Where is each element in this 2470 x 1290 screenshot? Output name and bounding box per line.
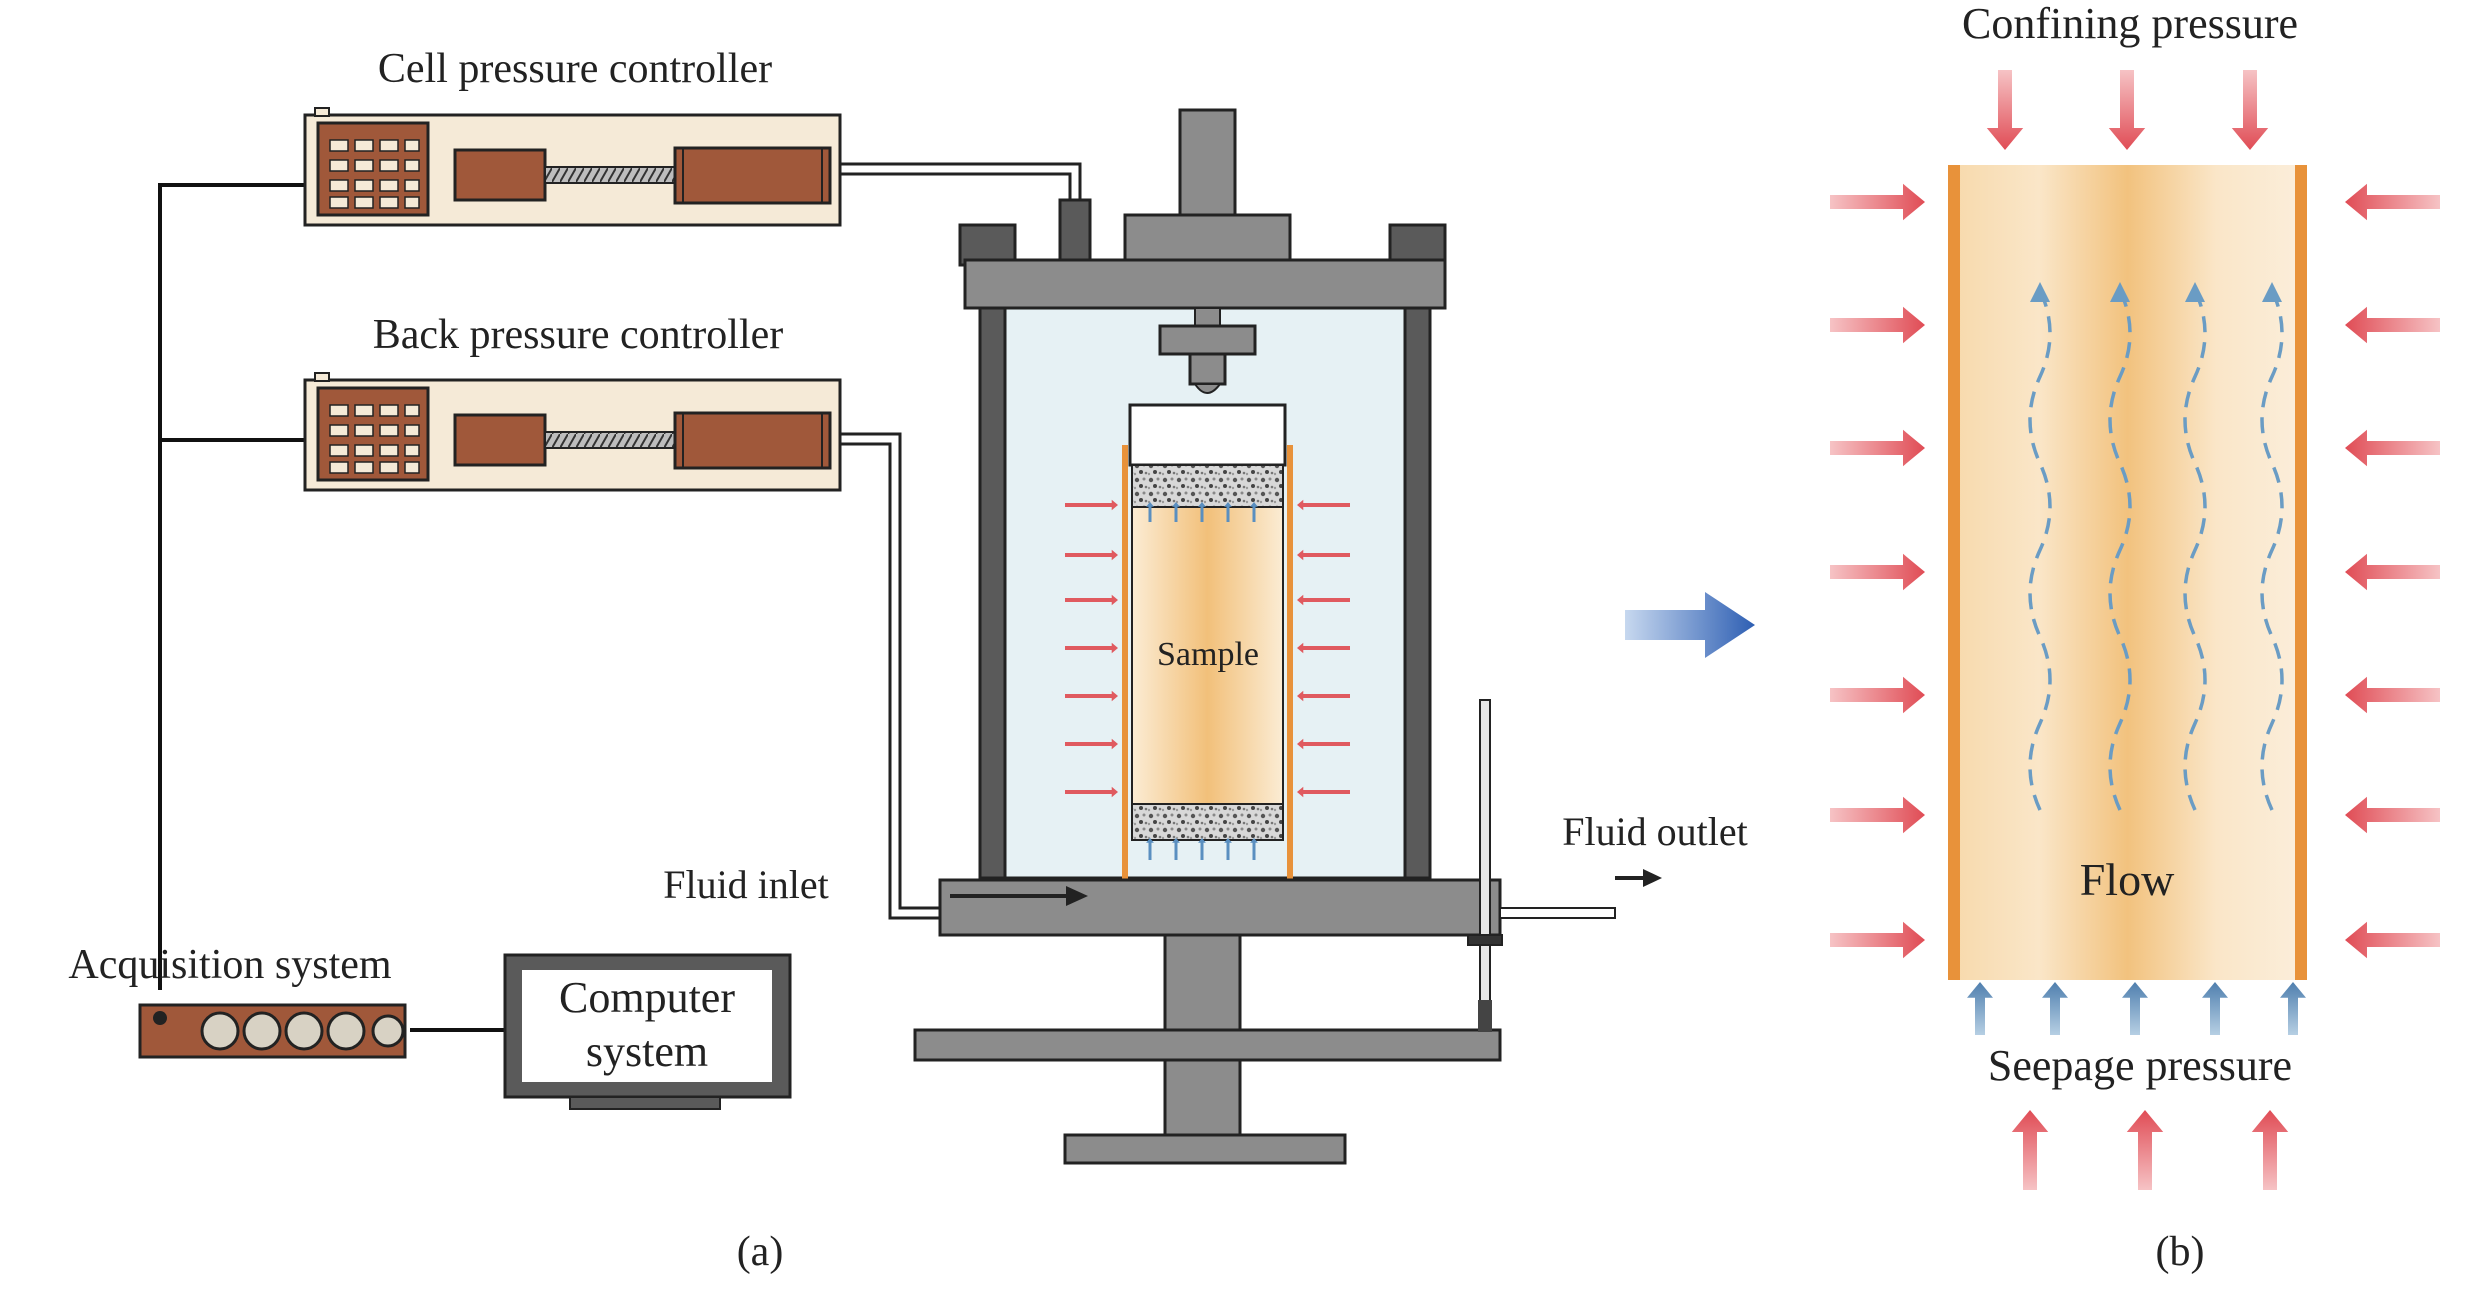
flow-streamline — [2108, 289, 2132, 811]
confining-arrow-top — [2108, 70, 2146, 150]
confining-arrow-right — [2345, 921, 2440, 959]
seepage-arrow-bottom — [1172, 838, 1180, 860]
confining-arrow-right — [2345, 183, 2440, 221]
acquisition-system-label: Acquisition system — [68, 942, 391, 988]
fluid-inlet-label: Fluid inlet — [663, 862, 829, 907]
confining-pressure-arrows — [1830, 70, 2440, 1190]
seepage-arrow-top — [1250, 502, 1258, 522]
confining-arrow-left — [1065, 786, 1118, 798]
seepage-arrow-bottom — [1198, 838, 1206, 860]
confining-arrow-right — [1297, 499, 1350, 511]
confining-arrow-right — [2345, 306, 2440, 344]
seepage-source-arrow — [2126, 1110, 2164, 1190]
flow-streamline — [2260, 289, 2284, 811]
triaxial-cell — [913, 108, 1616, 1165]
seepage-arrow-top — [1198, 502, 1206, 522]
flow-streamline-head — [2110, 282, 2130, 302]
flow-streamline — [2183, 289, 2207, 811]
confining-arrow-right — [2345, 553, 2440, 591]
flow-streamline — [2028, 289, 2052, 811]
panel-b-caption: (b) — [2156, 1229, 2205, 1275]
confining-arrow-left — [1830, 553, 1925, 591]
confining-arrow-left — [1065, 549, 1118, 561]
seepage-arrow-top — [1172, 502, 1180, 522]
flow-streamline-head — [2030, 282, 2050, 302]
cell-pressure-pipe — [840, 162, 1082, 200]
sample-label: Sample — [1157, 636, 1259, 673]
flow-label: Flow — [2080, 854, 2175, 905]
panel-a: Cell pressure controller Back pressure c… — [68, 46, 1747, 1275]
cell-pressure-controller-label: Cell pressure controller — [378, 46, 772, 92]
seepage-arrow — [2202, 982, 2228, 1035]
panel-b: Confining pressure Flow Seepage pressure… — [1830, 0, 2440, 1275]
confining-arrow-left — [1065, 499, 1118, 511]
seepage-arrow-bottom — [1250, 838, 1258, 860]
confining-arrow-right — [1297, 786, 1350, 798]
seepage-arrow-top — [1224, 502, 1232, 522]
seepage-source-arrow — [2011, 1110, 2049, 1190]
confining-arrow-left — [1830, 429, 1925, 467]
seepage-arrow — [2122, 982, 2148, 1035]
confining-arrow-left — [1830, 306, 1925, 344]
confining-arrow-right — [1297, 642, 1350, 654]
confining-arrow-right — [1297, 738, 1350, 750]
confining-pressure-label: Confining pressure — [1962, 0, 2298, 48]
fluid-outlet-arrow — [1615, 869, 1662, 887]
fluid-inlet-arrow — [950, 886, 1088, 906]
confining-arrow-right — [2345, 796, 2440, 834]
seepage-arrow-top — [1146, 502, 1154, 522]
confining-arrow-left — [1830, 676, 1925, 714]
confining-arrow-left — [1830, 183, 1925, 221]
sample-seepage-arrows — [1146, 502, 1258, 860]
back-pressure-controller-label: Back pressure controller — [373, 312, 784, 358]
confining-arrow-right — [1297, 594, 1350, 606]
seepage-pressure-label: Seepage pressure — [1988, 1041, 2292, 1090]
seepage-source-arrow — [2251, 1110, 2289, 1190]
signal-wires — [158, 183, 505, 1032]
left-membrane — [1948, 165, 1960, 980]
seepage-arrow — [1967, 982, 1993, 1035]
confining-arrow-right — [1297, 690, 1350, 702]
back-pressure-controller — [303, 372, 842, 492]
computer-label-line1: Computer — [559, 973, 735, 1022]
confining-arrow-right — [1297, 549, 1350, 561]
cell-pressure-controller — [303, 107, 842, 227]
confining-arrow-left — [1830, 796, 1925, 834]
seepage-arrow-bottom — [1224, 838, 1232, 860]
seepage-arrow — [2042, 982, 2068, 1035]
acquisition-system — [138, 1003, 407, 1059]
confining-arrow-top — [2231, 70, 2269, 150]
computer-monitor — [503, 953, 792, 1110]
confining-arrow-left — [1065, 690, 1118, 702]
confining-arrow-right — [2345, 429, 2440, 467]
confining-arrow-right — [2345, 676, 2440, 714]
computer-label-line2: system — [586, 1027, 708, 1076]
confining-arrow-left — [1065, 642, 1118, 654]
zoom-arrow — [1625, 592, 1755, 658]
panel-a-caption: (a) — [737, 1229, 784, 1275]
confining-arrow-left — [1065, 594, 1118, 606]
seepage-arrow — [2280, 982, 2306, 1035]
confining-arrow-left — [1830, 921, 1925, 959]
sample-confining-arrows — [1065, 499, 1350, 798]
seepage-arrow-bottom — [1146, 838, 1154, 860]
flow-streamline-head — [2262, 282, 2282, 302]
confining-arrow-left — [1065, 738, 1118, 750]
confining-arrow-top — [1986, 70, 2024, 150]
flow-streamlines — [2028, 282, 2284, 811]
flow-streamline-head — [2185, 282, 2205, 302]
fluid-outlet-label: Fluid outlet — [1562, 809, 1748, 854]
right-membrane — [2295, 165, 2307, 980]
seepage-pressure-arrows — [1967, 982, 2306, 1035]
